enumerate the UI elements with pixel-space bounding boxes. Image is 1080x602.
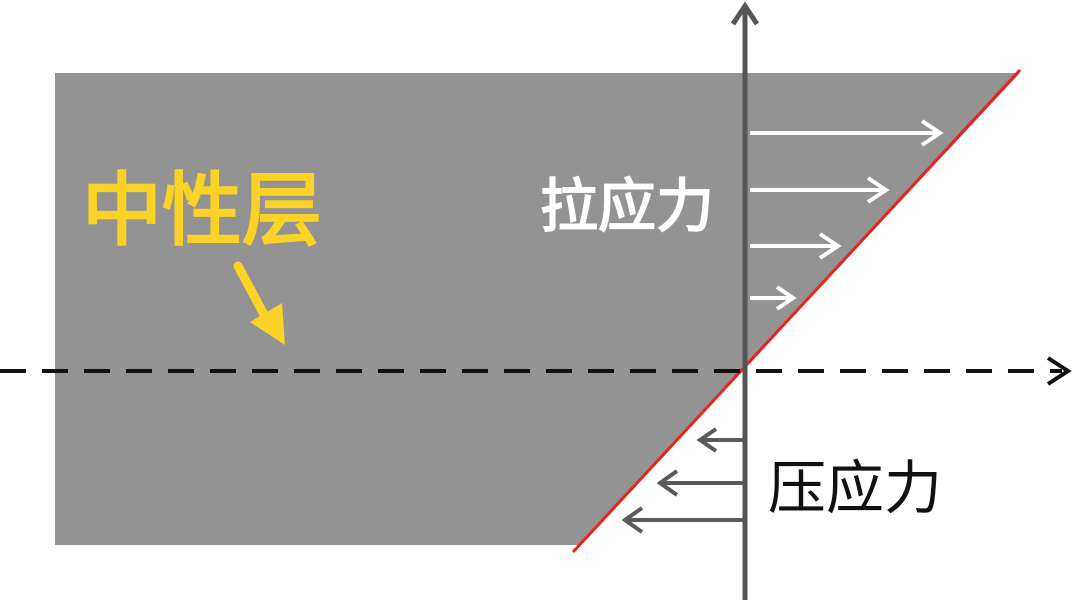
neutral-axis <box>0 356 1072 386</box>
neutral-layer-label: 中性层 <box>82 164 322 257</box>
compression-arrow <box>656 469 743 497</box>
tension-arrow <box>750 176 890 204</box>
tension-arrow <box>750 119 944 147</box>
stress-distribution-line <box>571 68 1022 554</box>
tension-arrow <box>750 285 797 311</box>
neutral-layer-pointer-arrow <box>233 261 285 345</box>
tension-arrow <box>750 232 842 260</box>
compression-label: 压应力 <box>768 454 942 522</box>
tension-arrows <box>750 119 944 311</box>
compression-arrows <box>621 427 743 534</box>
vertical-axis <box>730 1 760 600</box>
compression-arrow <box>621 506 743 534</box>
compression-arrow <box>696 427 743 453</box>
tension-label: 拉应力 <box>540 172 714 240</box>
